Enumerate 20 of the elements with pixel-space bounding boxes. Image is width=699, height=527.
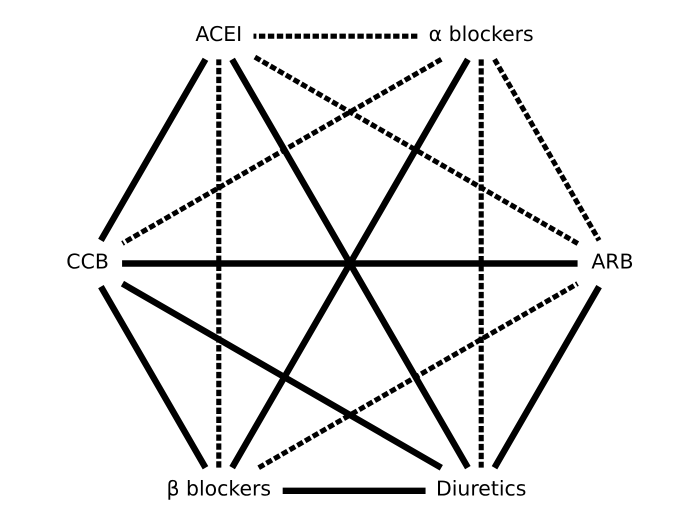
connector: [122, 260, 578, 267]
connector: [98, 58, 208, 242]
connector: [256, 281, 578, 470]
node-text: Diuretics: [436, 476, 526, 501]
node-text: ACEI: [194, 22, 242, 46]
connector: [120, 57, 442, 246]
node-text: CCB: [66, 249, 108, 274]
connector: [252, 54, 579, 246]
node-text: ARB: [590, 249, 633, 274]
node-text: α blockers: [428, 22, 534, 46]
connector: [98, 285, 208, 470]
connector: [228, 58, 470, 470]
connector: [282, 488, 426, 494]
node-text: β blockers: [166, 476, 271, 501]
connector: [120, 280, 442, 470]
connector: [492, 58, 601, 242]
connector: [253, 34, 417, 39]
connector: [216, 59, 221, 468]
connector: [478, 59, 484, 468]
connector: [491, 285, 602, 470]
